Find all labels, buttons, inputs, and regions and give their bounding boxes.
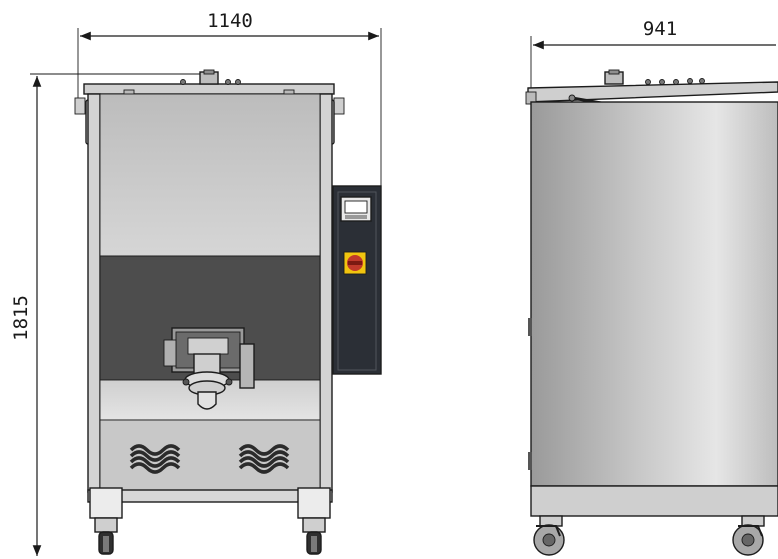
side-right-caster	[732, 515, 765, 556]
dimension-height: 1815	[10, 73, 205, 556]
dimension-width-front: 1140	[77, 10, 382, 190]
side-lid	[527, 69, 778, 103]
side-body	[530, 101, 778, 487]
side-base	[530, 485, 778, 517]
front-left-caster	[94, 517, 118, 555]
front-right-caster	[302, 517, 326, 555]
control-box	[332, 185, 382, 375]
front-view	[74, 69, 382, 555]
display-icon	[340, 196, 372, 222]
dimension-depth-side: 941	[530, 18, 776, 88]
left-post	[87, 93, 101, 493]
main-switch-icon	[343, 251, 367, 275]
back-wall	[99, 93, 321, 257]
dimension-height-label: 1815	[10, 295, 32, 341]
pump-motor	[163, 327, 255, 410]
side-view	[525, 69, 778, 556]
right-coil-icon	[238, 444, 290, 474]
side-left-caster	[533, 515, 565, 556]
base-frame	[87, 489, 333, 503]
dimension-depth-label: 941	[643, 18, 677, 40]
dimension-width-label: 1140	[207, 10, 253, 32]
left-coil-icon	[129, 444, 181, 474]
lower-panel	[99, 419, 321, 491]
right-post	[319, 93, 333, 493]
